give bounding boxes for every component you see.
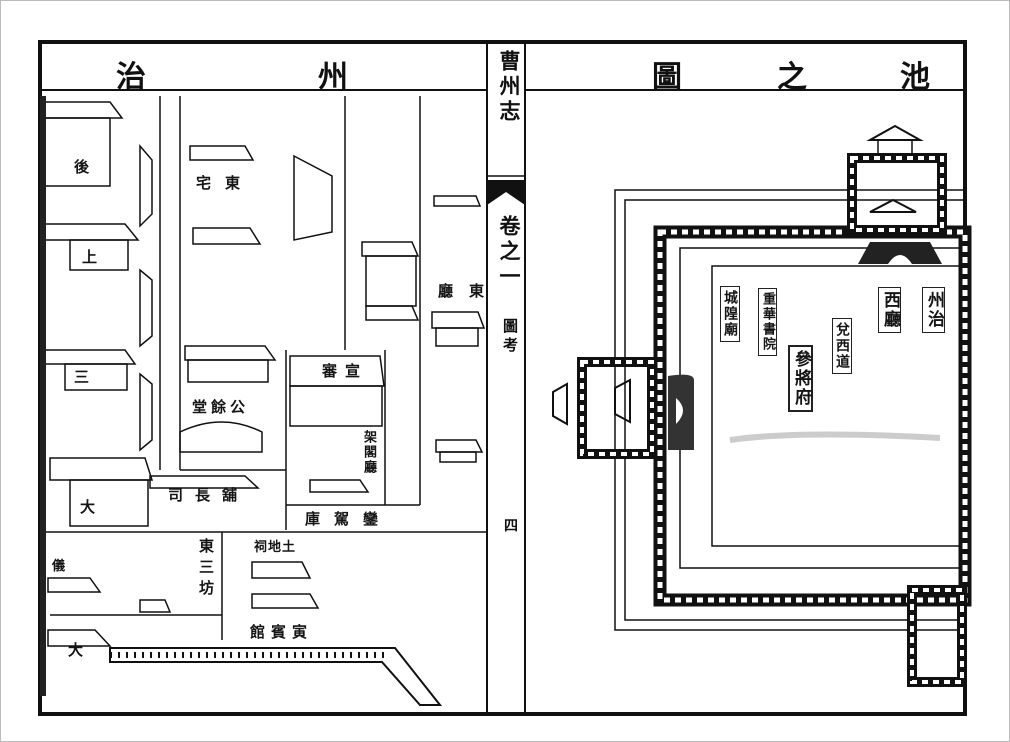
- north-gate: [847, 124, 947, 264]
- southeast-gate: [907, 585, 967, 687]
- label-rear: 後: [74, 158, 90, 176]
- page-number: 四: [502, 518, 518, 536]
- label-upper: 上: [82, 248, 98, 266]
- label-great-gate: 大: [68, 641, 84, 659]
- label-prefecture-office: 州治: [922, 287, 945, 333]
- left-title-char-2: 治: [116, 60, 146, 95]
- label-luanjia-storehouse: 鑾駕庫: [305, 510, 393, 528]
- label-puzhang-office: 舖長司: [168, 486, 250, 504]
- label-garrison-office: 參將府: [788, 345, 813, 412]
- right-title-char-3: 圖: [652, 60, 682, 95]
- city-wall-segment-left: [109, 647, 443, 706]
- label-west-hall: 西廳: [878, 287, 901, 333]
- section-label: 圖考: [501, 318, 519, 356]
- left-title-char-1: 州: [318, 60, 348, 95]
- label-ceremonial: 儀: [52, 559, 66, 574]
- faded-smudge: [729, 431, 941, 443]
- label-xuanshen: 宣審: [322, 362, 369, 380]
- book-title: 曹州志: [497, 50, 522, 125]
- label-city-god-temple: 城隍廟: [720, 286, 740, 342]
- label-archive-hall: 架閣廳: [361, 430, 376, 475]
- volume-label: 卷之一: [497, 215, 522, 290]
- label-east-residence: 東宅: [196, 174, 255, 192]
- left-edge-wall: [40, 96, 46, 696]
- label-third: 三: [74, 368, 90, 386]
- label-duixi-circuit: 兌西道: [832, 318, 852, 374]
- label-earth-god-shrine: 土地祠: [254, 540, 297, 555]
- label-yinbin-hall: 寅賓館: [250, 623, 314, 641]
- inner-enclosure: [711, 265, 961, 547]
- label-great: 大: [80, 498, 96, 516]
- fishtail-mark: [487, 180, 525, 205]
- right-title-char-2: 之: [777, 60, 807, 95]
- label-east-third-ward: 東三坊: [197, 538, 215, 601]
- west-gate: [552, 357, 694, 459]
- label-gongyu-hall: 公餘堂: [192, 398, 250, 416]
- left-page-lines: [40, 96, 487, 640]
- label-chonghua-academy: 重華書院: [758, 288, 777, 356]
- buildings: [44, 101, 486, 647]
- right-title-char-1: 池: [900, 60, 930, 95]
- label-east-hall: 東廳: [438, 282, 501, 300]
- city-wall: [653, 225, 972, 607]
- outer-border: [38, 40, 967, 716]
